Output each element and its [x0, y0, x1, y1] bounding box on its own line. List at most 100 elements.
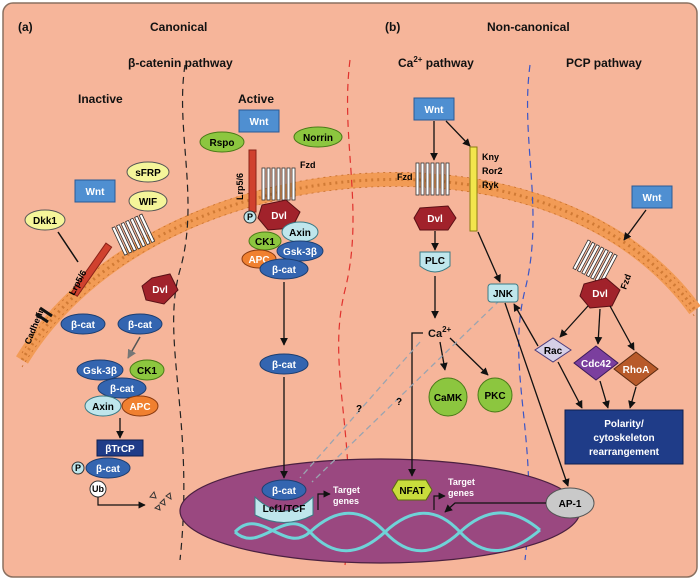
norrin-label: Norrin — [303, 133, 333, 144]
arrow-rac-to-polarity — [557, 361, 583, 409]
rhoa-label: RhoA — [623, 365, 650, 376]
kny-ror2-ryk-bar — [469, 146, 478, 232]
lef-label: Lef1/TCF — [263, 504, 306, 515]
fzd-label-pcp: Fzd — [618, 273, 633, 291]
fzd-receptor-active — [261, 167, 296, 201]
arrow-degradation — [97, 497, 146, 509]
bcat-membrane-node — [60, 313, 106, 335]
active-label: Active — [238, 92, 274, 106]
plc-node — [419, 251, 451, 273]
inactive-label: Inactive — [78, 92, 123, 106]
fzd-label-ca: Fzd — [397, 172, 413, 182]
btrcp-label: βTrCP — [105, 444, 135, 455]
dvl-pcp — [579, 277, 621, 309]
p-node-active — [243, 210, 257, 224]
arrow-ca-to-nfat — [408, 332, 423, 477]
bcat-ub-label: β-cat — [96, 464, 121, 475]
bcat-free-label: β-cat — [128, 320, 153, 331]
dashed-ca-to-canonical — [299, 341, 421, 479]
cadherin-bar-2 — [35, 312, 49, 324]
p-label-active: P — [247, 212, 253, 222]
cdc42-label: Cdc42 — [581, 359, 611, 370]
bcat-complex-node-inactive — [97, 377, 147, 399]
divider-ca-pcp — [518, 64, 534, 561]
nfat-node — [391, 479, 433, 501]
bcat-membrane-label: β-cat — [71, 320, 96, 331]
apc-label-inactive: APC — [129, 402, 150, 413]
jnk-label: JNK — [493, 289, 514, 300]
nfat-label: NFAT — [399, 486, 424, 497]
plc-label: PLC — [425, 256, 445, 267]
question-mark-1: ? — [356, 404, 362, 415]
rspo-label: Rspo — [210, 138, 235, 149]
degradation-fragments — [149, 490, 172, 511]
gsk-node-inactive — [76, 359, 124, 381]
btrcp-box — [96, 439, 144, 457]
rac-node — [534, 337, 572, 363]
dkk1-node — [24, 209, 66, 231]
polarity-label-1: Polarity/ — [604, 419, 644, 430]
arrow-rhoa-to-polarity — [628, 386, 637, 409]
ca-pathway-label: Ca2+ pathway — [398, 55, 474, 70]
bcat-complex-label-active: β-cat — [272, 265, 297, 276]
wnt-label-inactive: Wnt — [86, 187, 106, 198]
camk-label: CaMK — [434, 393, 463, 404]
arrow-kny-to-jnk — [477, 231, 501, 283]
frame — [2, 2, 698, 578]
ck1-node-active — [248, 231, 282, 251]
wnt-box-inactive — [74, 179, 116, 203]
arrow-rac-to-jnk — [513, 303, 539, 347]
panel-a-heading: Canonical — [150, 20, 207, 34]
bcat-nuc-node — [261, 479, 307, 501]
rac-label: Rac — [544, 346, 563, 357]
gsk-label-inactive: Gsk-3β — [83, 366, 117, 377]
arrow-wnt-to-kny — [445, 120, 471, 147]
ub-label: Ub — [92, 484, 104, 494]
dvl-inactive — [141, 273, 179, 305]
camk-node — [428, 377, 468, 417]
divider-canonical-noncanonical — [338, 59, 354, 566]
panel-b-tag: (b) — [385, 20, 400, 34]
fzd-label-active: Fzd — [300, 160, 316, 170]
bcat-ub-node — [85, 457, 131, 479]
rhoa-node — [613, 351, 659, 387]
arrow-dvl-to-rac — [559, 305, 589, 338]
cadherin-bar-1 — [39, 306, 53, 318]
panel-b-heading: Non-canonical — [487, 20, 570, 34]
panel-a-tag: (a) — [18, 20, 33, 34]
polarity-label-2: cytoskeleton — [593, 433, 654, 444]
jnk-node — [487, 283, 519, 303]
kny-label: Kny — [482, 152, 499, 162]
pkc-node — [477, 377, 513, 413]
dvl-label-pcp: Dvl — [592, 289, 608, 300]
target-arrow-canonical — [317, 490, 331, 510]
cdc42-node — [573, 345, 619, 381]
arrow-jnk-to-ap1 — [504, 302, 570, 487]
gsk-node-active — [276, 240, 324, 262]
ryk-label: Ryk — [482, 180, 500, 190]
lrp-label-active: Lrp5/6 — [235, 173, 245, 200]
target-label-ca-1: Target — [448, 477, 475, 487]
ap1-label: AP-1 — [559, 499, 582, 510]
bcat-complex-label-inactive: β-cat — [110, 384, 135, 395]
arrow-dvl-to-cdc42 — [594, 308, 603, 345]
dvl-label-active: Dvl — [271, 211, 287, 222]
wif-node — [128, 190, 168, 212]
target-label-ca-2: genes — [448, 488, 474, 498]
dkk1-label: Dkk1 — [33, 216, 57, 227]
ck1-label-active: CK1 — [255, 237, 275, 248]
target-arrow-ca — [433, 492, 446, 510]
bcat-cyto-label: β-cat — [272, 360, 297, 371]
wif-label: WIF — [139, 197, 157, 208]
dna-helix-2 — [233, 511, 541, 553]
polarity-label-3: rearrangement — [589, 447, 660, 458]
wnt-label-active: Wnt — [250, 117, 270, 128]
rspo-node — [199, 131, 245, 153]
axin-node-inactive — [84, 395, 122, 417]
dvl-ca — [413, 205, 457, 231]
apc-node-inactive — [121, 395, 159, 417]
p-node-inactive — [71, 461, 85, 475]
polarity-box — [564, 409, 684, 465]
question-mark-2: ? — [396, 397, 402, 408]
sfrp-label: sFRP — [135, 168, 161, 179]
